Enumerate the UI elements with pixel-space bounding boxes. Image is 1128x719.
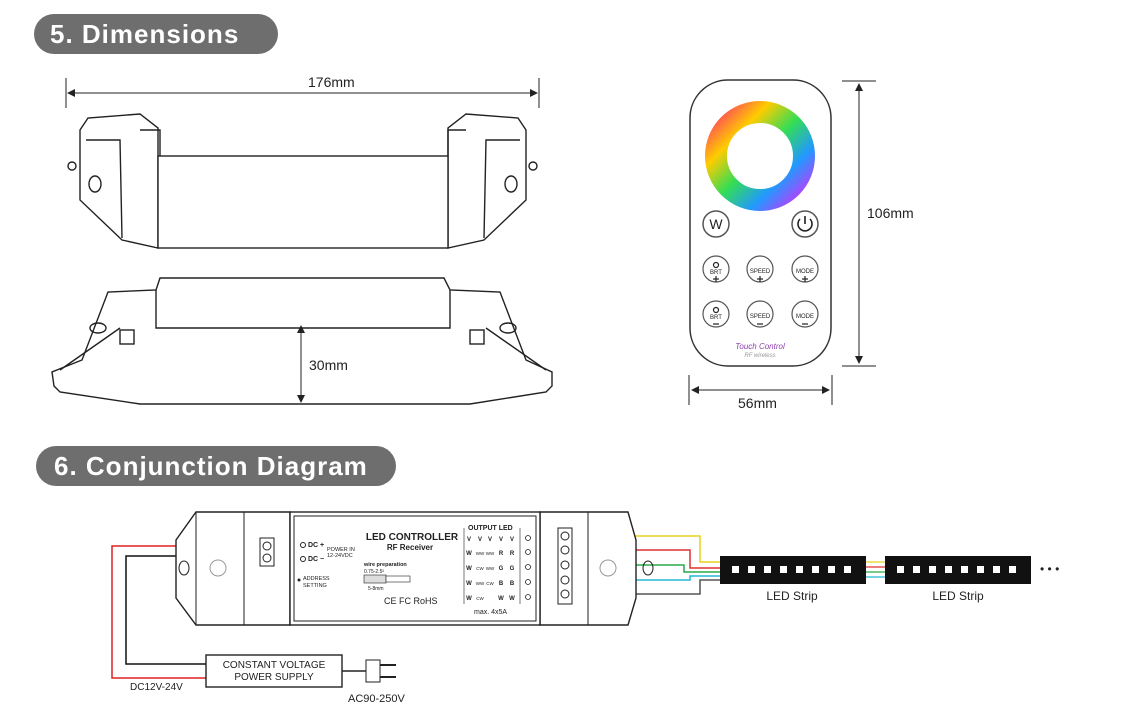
out-cell: CW bbox=[476, 566, 484, 571]
controller-top-view bbox=[65, 78, 540, 249]
out-cell: W bbox=[466, 566, 472, 572]
out-cell: WW bbox=[486, 566, 495, 571]
out-cell: WW bbox=[486, 551, 495, 556]
w-button[interactable] bbox=[702, 210, 730, 238]
out-cell: G bbox=[510, 566, 515, 572]
mode-down-label: MODE bbox=[796, 314, 814, 320]
brt-down-button[interactable] bbox=[702, 300, 730, 328]
out-cell: V bbox=[499, 537, 503, 543]
section-title-conjunction: 6. Conjunction Diagram bbox=[36, 446, 396, 486]
out-cell: W bbox=[466, 596, 472, 602]
section-title-dimensions: 5. Dimensions bbox=[34, 14, 278, 54]
dc-voltage-label: DC12V-24V bbox=[130, 682, 183, 693]
address-setting-label-2: SETTING bbox=[303, 583, 327, 589]
led-strip-2 bbox=[885, 556, 1031, 584]
led-strip-1 bbox=[720, 556, 866, 584]
brt-up-label: BRT bbox=[710, 270, 722, 276]
power-supply-box bbox=[205, 654, 343, 688]
out-cell: W bbox=[509, 596, 515, 602]
max-current-label: max. 4x5A bbox=[474, 609, 507, 616]
remote-brand: Touch Control bbox=[735, 342, 785, 351]
wire-prep-label: wire preparation bbox=[363, 562, 407, 568]
out-cell: CW bbox=[486, 581, 494, 586]
out-cell: W bbox=[498, 596, 504, 602]
dc-minus-label: DC − bbox=[308, 556, 324, 563]
remote-subtitle: RF wireless bbox=[744, 353, 775, 359]
out-cell: W bbox=[466, 551, 472, 557]
wire-gauge-label: 0.75-2.5² bbox=[364, 569, 384, 575]
certs-label: CE FC RoHS bbox=[384, 596, 438, 606]
out-cell: V bbox=[488, 537, 492, 543]
dim-height-label: 30mm bbox=[309, 357, 348, 373]
mode-down-button[interactable] bbox=[791, 300, 819, 328]
out-cell: B bbox=[499, 581, 504, 587]
controller-title: LED CONTROLLER bbox=[366, 532, 459, 543]
wire-strip-label: 5-8mm bbox=[368, 586, 384, 592]
controller-subtitle: RF Receiver bbox=[387, 543, 433, 552]
psu-label-line1: CONSTANT VOLTAGE bbox=[223, 660, 326, 671]
dc-plus-label: DC + bbox=[308, 542, 324, 549]
remote-dimension-lines bbox=[688, 80, 876, 405]
power-in-label: POWER IN bbox=[327, 547, 355, 553]
out-cell: WW bbox=[476, 551, 485, 556]
speed-down-button[interactable] bbox=[746, 300, 774, 328]
address-setting-label-1: ADDRESS bbox=[303, 576, 330, 582]
out-cell: V bbox=[510, 537, 514, 543]
speed-down-label: SPEED bbox=[750, 314, 771, 320]
dim-width-label: 176mm bbox=[308, 74, 355, 90]
power-icon bbox=[797, 218, 813, 232]
led-strip-1-label: LED Strip bbox=[766, 589, 818, 603]
out-cell: V bbox=[467, 537, 471, 543]
color-wheel[interactable] bbox=[705, 101, 815, 211]
speed-up-label: SPEED bbox=[750, 269, 771, 275]
continuation-dots: • • • bbox=[1040, 562, 1059, 576]
out-cell: WW bbox=[476, 581, 485, 586]
output-led-label: OUTPUT LED bbox=[468, 525, 513, 532]
psu-label-line2: POWER SUPPLY bbox=[234, 672, 314, 683]
out-cell: B bbox=[510, 581, 515, 587]
ac-voltage-label: AC90-250V bbox=[348, 693, 406, 705]
led-strip-2-label: LED Strip bbox=[932, 589, 984, 603]
out-cell: R bbox=[510, 551, 515, 557]
out-cell: G bbox=[499, 566, 504, 572]
power-range-label: 12-24VDC bbox=[327, 553, 353, 559]
dim-remote-width: 56mm bbox=[738, 395, 777, 411]
out-cell: CW bbox=[476, 596, 484, 601]
output-table: V W W W W V WW CW WW CW V WW WW CW V R G… bbox=[466, 537, 515, 602]
ac-plug bbox=[365, 659, 381, 683]
out-cell: R bbox=[499, 551, 504, 557]
controller-side-view bbox=[51, 277, 553, 405]
dim-remote-height: 106mm bbox=[867, 205, 914, 221]
remote-control bbox=[689, 79, 832, 367]
w-button-label: W bbox=[709, 216, 723, 232]
out-cell: V bbox=[478, 537, 482, 543]
brt-down-label: BRT bbox=[710, 315, 722, 321]
wiring-diagram bbox=[111, 511, 1031, 688]
out-cell: W bbox=[466, 581, 472, 587]
mode-up-label: MODE bbox=[796, 269, 814, 275]
